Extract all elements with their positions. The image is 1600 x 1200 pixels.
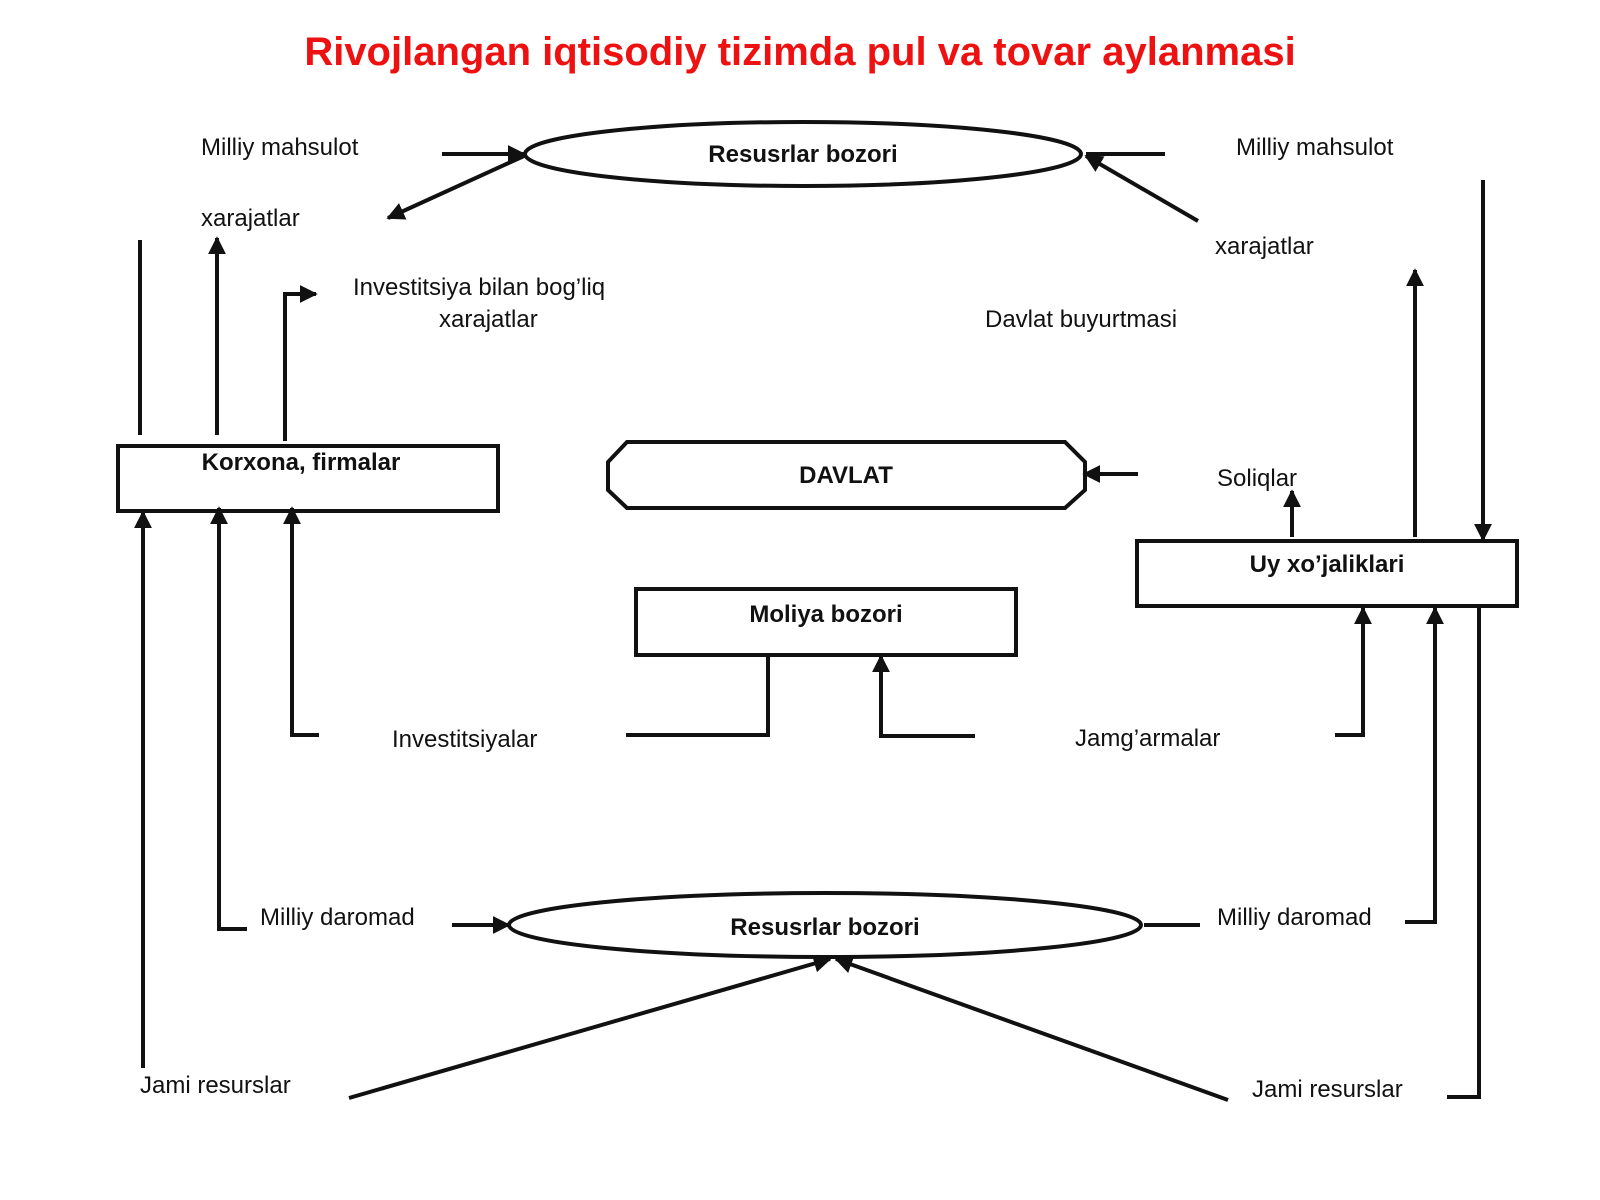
- firms-node: [116, 444, 500, 513]
- state-order-label: Davlat buyurtmasi: [985, 306, 1178, 333]
- firms-label: Korxona, firmalar: [201, 449, 401, 476]
- arrow-income-to-firms: [210, 506, 247, 931]
- arrow-investments-to-firms: [283, 506, 319, 737]
- investment-expenses-label-1: Investitsiya bilan bog’liq: [353, 274, 606, 301]
- top-right-expenses-label: xarajatlar: [1215, 233, 1314, 260]
- left-resources-label: Jami resurslar: [140, 1072, 291, 1099]
- arrow-left-resources-to-market: [348, 954, 832, 1100]
- arrow-right-expenses-to-market: [1084, 154, 1200, 223]
- top-left-product-label: Milliy mahsulot: [201, 134, 359, 161]
- arrow-firms-to-investment-expenses: [283, 285, 318, 441]
- right-resources-label: Jami resurslar: [1252, 1076, 1403, 1103]
- taxes-label: Soliqlar: [1217, 465, 1298, 492]
- savings-label: Jamg’armalar: [1075, 725, 1221, 752]
- arrow-market-to-left-expenses: [386, 154, 525, 220]
- finance-market-node: [634, 587, 1018, 657]
- top-right-product-label: Milliy mahsulot: [1236, 134, 1394, 161]
- investments-label: Investitsiyalar: [392, 726, 538, 753]
- bottom-market-label: Resusrlar bozori: [730, 914, 920, 941]
- state-label: DAVLAT: [799, 462, 893, 489]
- investment-expenses-label-2: xarajatlar: [439, 306, 538, 333]
- left-income-label: Milliy daromad: [260, 904, 415, 931]
- arrow-right-income-to-households: [1405, 606, 1444, 924]
- page-title: Rivojlangan iqtisodiy tizimda pul va tov…: [304, 30, 1296, 74]
- households-label: Uy xo’jaliklari: [1249, 551, 1405, 578]
- top-market-label: Resusrlar bozori: [708, 141, 898, 168]
- finance-market-label: Moliya bozori: [749, 601, 903, 628]
- line-finance-to-investments: [626, 653, 770, 737]
- line-households-to-right-resources: [1447, 608, 1481, 1099]
- arrow-savings-to-finance: [872, 654, 975, 738]
- arrow-right-resources-to-market: [834, 956, 1229, 1102]
- households-node: [1135, 539, 1519, 608]
- right-income-label: Milliy daromad: [1217, 904, 1372, 931]
- arrow-savings-to-households: [1335, 606, 1372, 737]
- state-node: [606, 440, 1087, 510]
- connector-lines: [134, 145, 1492, 1102]
- top-left-expenses-label: xarajatlar: [201, 205, 300, 232]
